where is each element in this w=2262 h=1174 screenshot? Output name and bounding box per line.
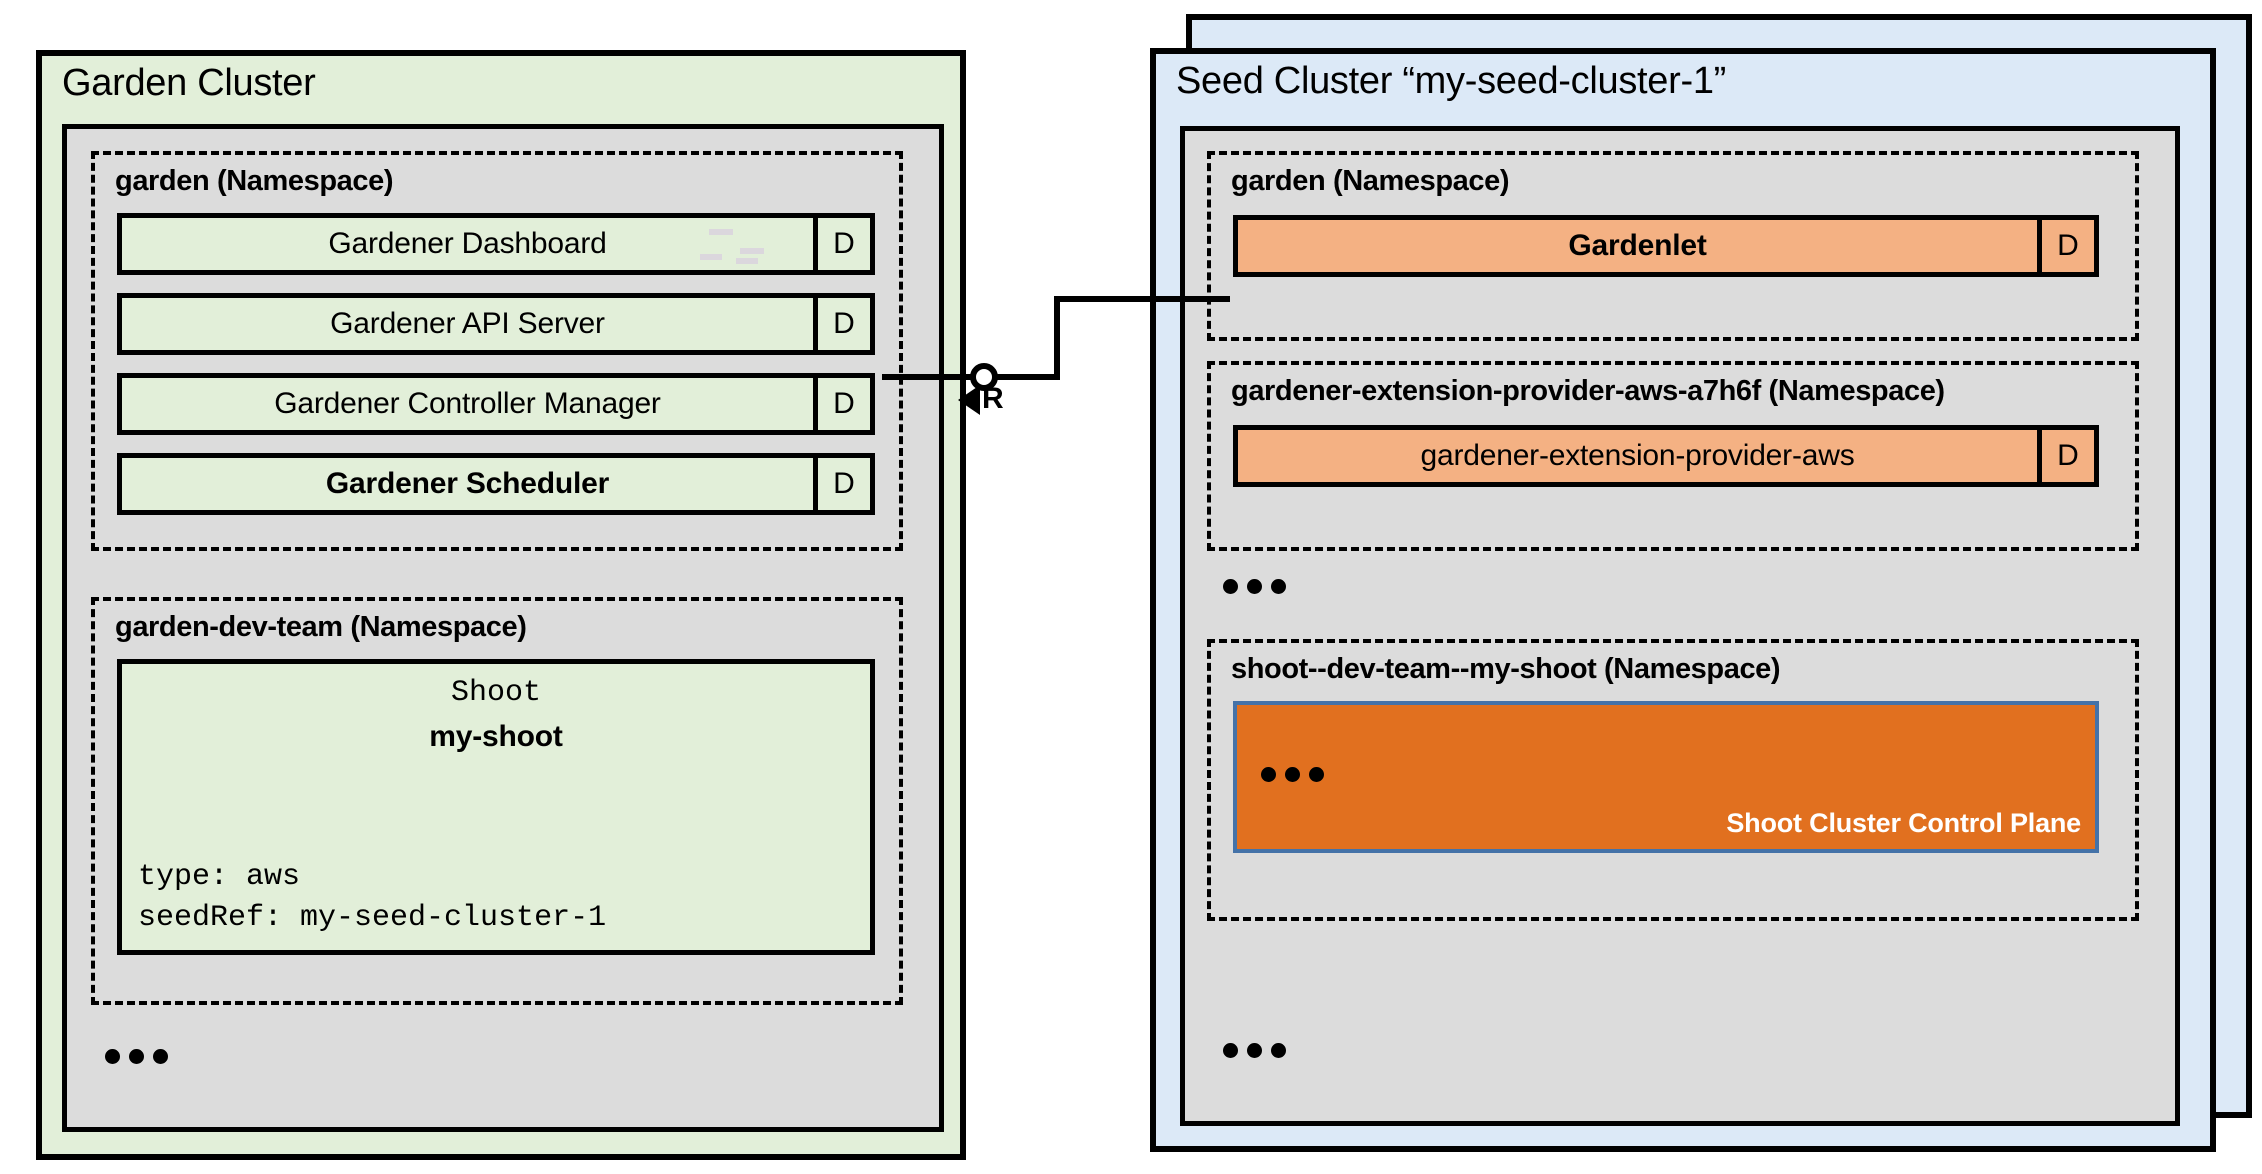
artifact-mark — [736, 258, 758, 264]
namespace-shoot-title: shoot--dev-team--my-shoot (Namespace) — [1231, 653, 1781, 685]
garden-cluster-more-indicator — [105, 1049, 168, 1064]
deployment-badge: D — [813, 218, 870, 270]
artifact-mark — [709, 229, 733, 235]
garden-cluster-panel: garden (Namespace) Gardener Dashboard D … — [62, 124, 944, 1132]
seed-cluster-title: Seed Cluster “my-seed-cluster-1” — [1176, 60, 1727, 102]
connector-label-r: R — [982, 382, 1004, 415]
artifact-mark — [740, 248, 764, 254]
seed-cluster[interactable]: Seed Cluster “my-seed-cluster-1” garden … — [1150, 48, 2216, 1152]
namespace-seed-garden[interactable]: garden (Namespace) Gardenlet D — [1207, 151, 2139, 341]
deployment-badge: D — [2037, 220, 2094, 272]
connector-arrow-icon — [958, 385, 980, 415]
component-gardener-controller-manager[interactable]: Gardener Controller Manager D — [117, 373, 875, 435]
namespace-shoot-dev-team-my-shoot[interactable]: shoot--dev-team--my-shoot (Namespace) Sh… — [1207, 639, 2139, 921]
shoot-name-label: my-shoot — [429, 720, 563, 753]
garden-cluster-title: Garden Cluster — [62, 62, 316, 104]
component-label: Gardener Dashboard — [328, 227, 607, 260]
component-gardener-extension-provider-aws[interactable]: gardener-extension-provider-aws D — [1233, 425, 2099, 487]
seed-cluster-panel: garden (Namespace) Gardenlet D gardener-… — [1180, 126, 2180, 1126]
component-label: gardener-extension-provider-aws — [1420, 439, 1855, 472]
connector-segment-riser — [1054, 296, 1060, 380]
namespace-garden-dev-team-title: garden-dev-team (Namespace) — [115, 611, 527, 643]
control-plane-label: Shoot Cluster Control Plane — [1726, 808, 2081, 838]
namespace-garden-dev-team[interactable]: garden-dev-team (Namespace) Shoot my-sho… — [91, 597, 903, 1005]
deployment-badge: D — [2037, 430, 2094, 482]
seed-cluster-more-indicator-mid — [1223, 579, 1286, 594]
component-label: Gardenlet — [1568, 229, 1707, 262]
shoot-spec-lines: type: aws seedRef: my-seed-cluster-1 — [138, 860, 607, 935]
component-gardener-dashboard[interactable]: Gardener Dashboard D — [117, 213, 875, 275]
component-gardenlet[interactable]: Gardenlet D — [1233, 215, 2099, 277]
component-label: Gardener Controller Manager — [274, 387, 661, 420]
component-gardener-scheduler[interactable]: Gardener Scheduler D — [117, 453, 875, 515]
component-label: Gardener API Server — [330, 307, 605, 340]
connector-segment-left — [882, 374, 974, 380]
connector-segment-right — [1054, 296, 1230, 302]
component-label: Gardener Scheduler — [325, 467, 610, 500]
deployment-badge: D — [813, 378, 870, 430]
resource-shoot-my-shoot[interactable]: Shoot my-shoot type: aws seedRef: my-see… — [117, 659, 875, 955]
shoot-kind-label: Shoot — [450, 676, 541, 710]
shoot-cluster-control-plane[interactable]: Shoot Cluster Control Plane — [1233, 701, 2099, 853]
deployment-badge: D — [813, 298, 870, 350]
namespace-gardener-extension-provider-aws[interactable]: gardener-extension-provider-aws-a7h6f (N… — [1207, 361, 2139, 551]
deployment-badge: D — [813, 458, 870, 510]
component-gardener-api-server[interactable]: Gardener API Server D — [117, 293, 875, 355]
connector-segment-mid — [996, 374, 1060, 380]
namespace-garden-title: garden (Namespace) — [115, 165, 394, 197]
seed-cluster-more-indicator-bottom — [1223, 1043, 1286, 1058]
artifact-mark — [700, 254, 722, 260]
control-plane-more-indicator — [1261, 767, 1324, 782]
namespace-garden[interactable]: garden (Namespace) Gardener Dashboard D … — [91, 151, 903, 551]
namespace-extension-title: gardener-extension-provider-aws-a7h6f (N… — [1231, 375, 1945, 407]
garden-cluster[interactable]: Garden Cluster garden (Namespace) Garden… — [36, 50, 966, 1160]
namespace-seed-garden-title: garden (Namespace) — [1231, 165, 1510, 197]
